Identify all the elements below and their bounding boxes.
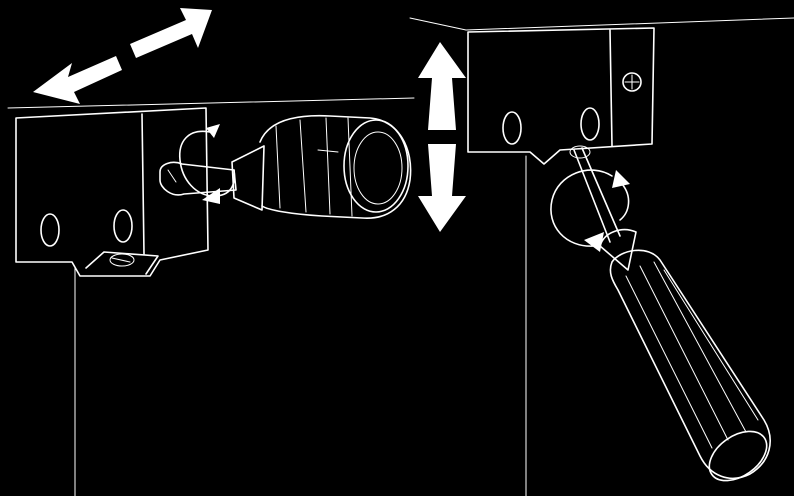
phillips-screw-icon (622, 72, 642, 92)
right-cabinet-panel (409, 17, 794, 496)
right-rotate-arrow-icon (550, 169, 630, 252)
right-screwdriver-icon (573, 147, 771, 482)
vertical-double-arrow-icon (418, 42, 466, 232)
left-cabinet-panel (7, 97, 415, 496)
left-screwdriver-icon (159, 114, 412, 219)
left-hinge-block (15, 107, 209, 277)
right-hinge-block (467, 27, 655, 165)
left-double-arrow-icon (33, 8, 212, 104)
